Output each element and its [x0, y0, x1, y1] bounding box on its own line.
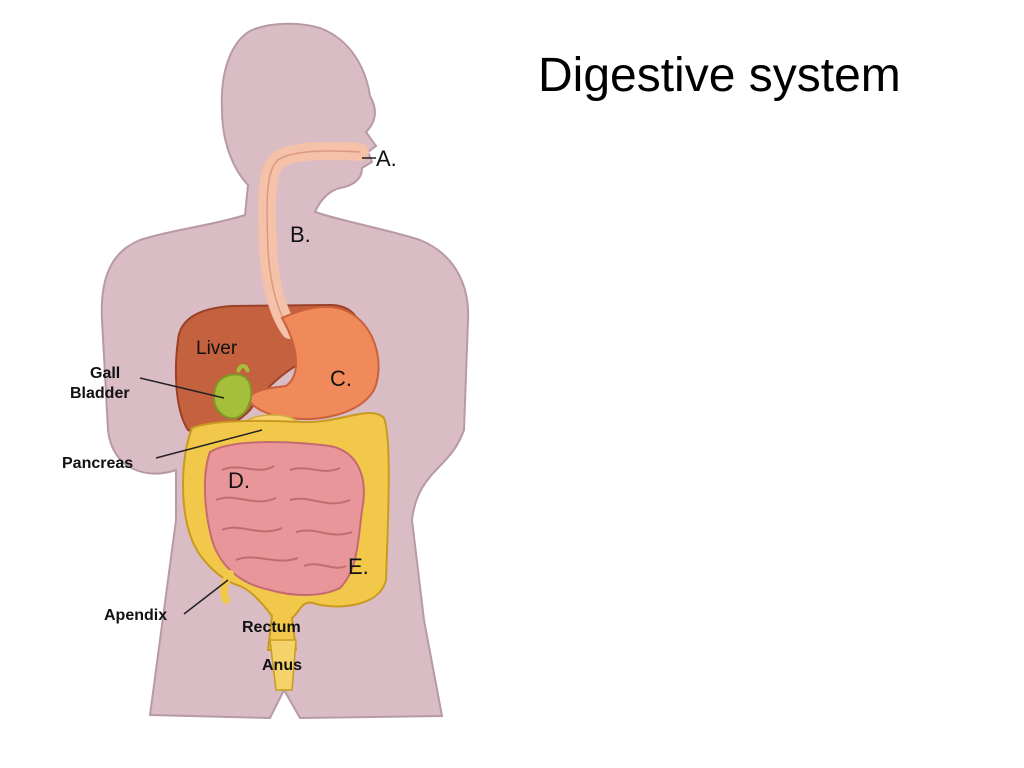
- label-anus: Anus: [262, 657, 302, 674]
- label-rectum: Rectum: [242, 619, 301, 636]
- gall-bladder-leader: [139, 377, 225, 399]
- label-e: E.: [348, 554, 369, 579]
- small-intestine-organ: [203, 441, 365, 596]
- label-a: A.: [376, 146, 397, 171]
- label-gall: Gall: [90, 365, 120, 382]
- small-intestine-folds: [215, 465, 353, 569]
- label-b: B.: [290, 222, 311, 247]
- appendix-organ: [219, 570, 234, 604]
- esophagus-outline: [266, 150, 361, 331]
- label-d: D.: [228, 468, 250, 493]
- label-liver: Liver: [196, 338, 238, 359]
- apendix-leader: [183, 579, 229, 615]
- bile-duct: [236, 364, 250, 373]
- label-bladder: Bladder: [70, 385, 130, 402]
- stomach-organ: [246, 306, 380, 420]
- gall-bladder-organ: [212, 373, 253, 420]
- slide-title: Digestive system: [538, 49, 901, 102]
- pancreas-leader: [155, 429, 263, 459]
- label-pancreas: Pancreas: [62, 455, 133, 472]
- label-apendix: Apendix: [104, 607, 167, 624]
- rectum-organ: [269, 639, 297, 691]
- label-c: C.: [330, 366, 352, 391]
